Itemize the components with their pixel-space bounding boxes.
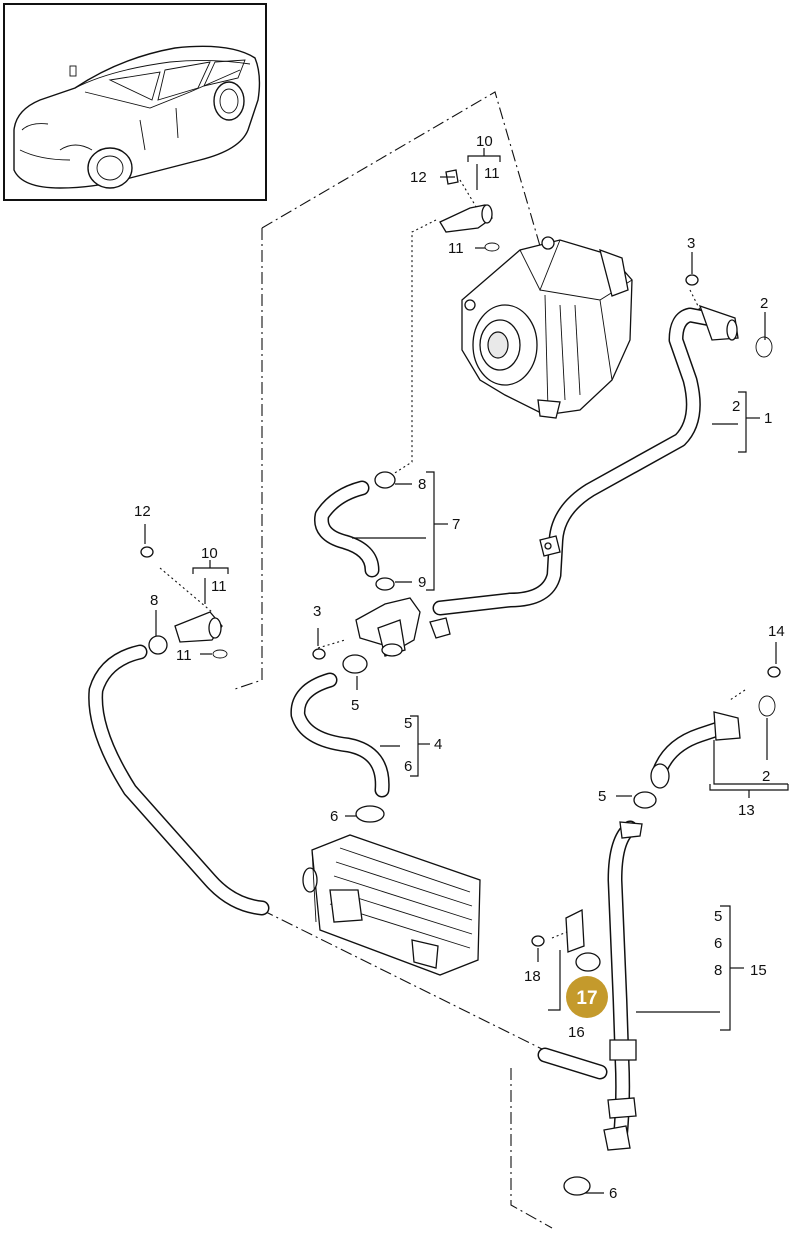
highlight-label[interactable]: 17: [576, 988, 597, 1009]
label-18: 18: [524, 968, 541, 985]
label-13: 13: [738, 802, 755, 819]
label-10-top: 10: [476, 133, 493, 150]
label-7: 7: [452, 516, 460, 533]
label-6-box4: 6: [404, 758, 412, 775]
label-15: 15: [750, 962, 767, 979]
part-labels: 10 11 12 11 3 2 2 1 8 7 9 12 10 11 8 11 …: [134, 133, 785, 1202]
label-5-mid: 5: [351, 697, 359, 714]
label-1: 1: [764, 410, 772, 427]
label-2-top: 2: [760, 295, 768, 312]
hose-7: [314, 471, 396, 591]
label-4: 4: [434, 736, 442, 753]
label-12-top: 12: [410, 169, 427, 186]
left-hose: [88, 611, 270, 916]
vehicle-thumbnail: [3, 3, 267, 201]
label-11-left-b: 11: [176, 647, 192, 664]
label-8-box15: 8: [714, 962, 722, 979]
label-6-cooler: 6: [330, 808, 338, 825]
label-11-left: 11: [211, 578, 227, 595]
reference-brackets: [144, 148, 789, 1194]
highlight-badge[interactable]: [566, 976, 608, 1018]
hose-13: [633, 711, 741, 809]
alternator-connector: [439, 169, 500, 252]
alternator: [461, 236, 633, 419]
label-6-box15: 6: [714, 935, 722, 952]
t-piece: [342, 597, 451, 674]
label-10-left: 10: [201, 545, 218, 562]
label-8-mid: 8: [418, 476, 426, 493]
label-11-top-b: 11: [448, 240, 464, 257]
hose-4: [290, 672, 390, 823]
label-5-right: 5: [598, 788, 606, 805]
label-5-box4: 5: [404, 715, 412, 732]
connection-lines: [159, 91, 746, 1229]
label-8-left: 8: [150, 592, 158, 609]
oil-cooler: [302, 834, 481, 976]
hose-1: [432, 304, 739, 616]
label-3-top: 3: [687, 235, 695, 252]
label-12-left: 12: [134, 503, 151, 520]
hose-15: [537, 820, 643, 1196]
label-3-mid: 3: [313, 603, 321, 620]
label-2-box: 2: [732, 398, 740, 415]
highlight-callout-17[interactable]: 17: [566, 976, 608, 1018]
label-14: 14: [768, 623, 785, 640]
label-5-box15: 5: [714, 908, 722, 925]
label-16: 16: [568, 1024, 585, 1041]
car-icon: [13, 45, 261, 189]
label-9: 9: [418, 574, 426, 591]
fasteners: [140, 274, 781, 947]
label-11-top: 11: [484, 165, 500, 182]
label-2-right: 2: [762, 768, 770, 785]
label-6-bottom: 6: [609, 1185, 617, 1202]
